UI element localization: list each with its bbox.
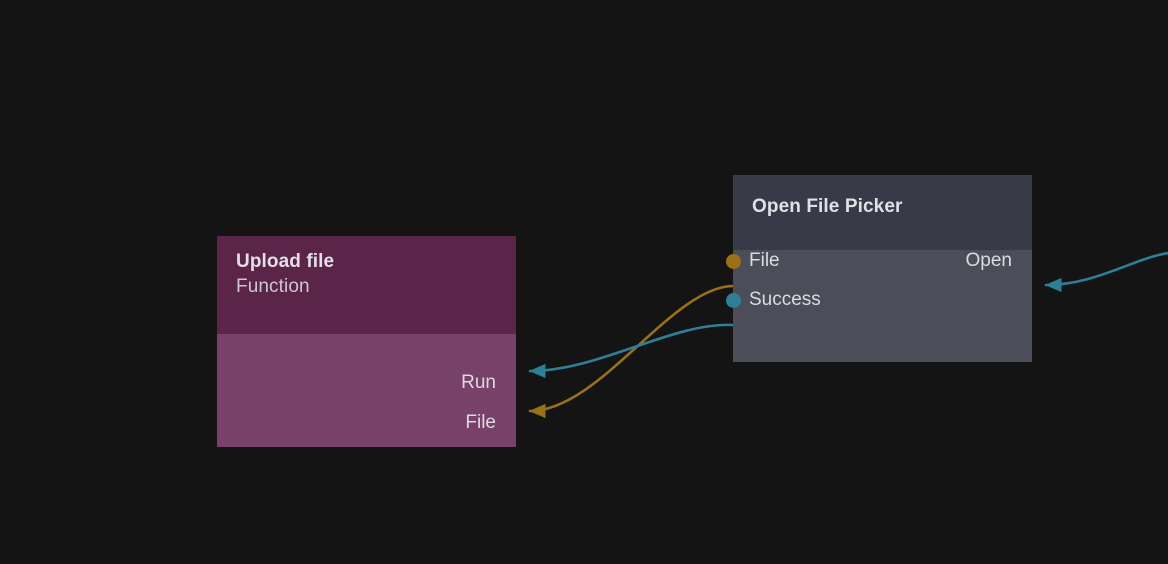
port-run[interactable]: Run (461, 370, 516, 396)
node-upload-file[interactable]: Upload file Function Run File (217, 236, 516, 447)
edge-file (528, 284, 735, 419)
port-dot-success-icon[interactable] (726, 292, 741, 308)
port-label-file: File (465, 412, 496, 433)
node-subtitle: Function (236, 276, 310, 297)
port-label-open: Open (965, 250, 1012, 271)
port-label-run: Run (461, 372, 496, 393)
node-title: Upload file (236, 251, 335, 272)
node-title: Open File Picker (752, 196, 903, 217)
port-file[interactable]: File (465, 410, 516, 436)
node-body: Run File (217, 334, 516, 447)
node-header[interactable]: Open File Picker (733, 175, 1032, 250)
port-success-in[interactable]: Success (726, 287, 821, 313)
node-body: File Success Open (726, 248, 1032, 362)
port-label-file: File (749, 250, 780, 271)
node-header[interactable]: Upload file Function (217, 236, 516, 334)
port-dot-file-icon[interactable] (726, 253, 741, 269)
edge-success (528, 323, 735, 379)
port-file-in[interactable]: File (726, 248, 780, 274)
port-open-out[interactable]: Open (966, 248, 1032, 274)
port-label-success: Success (749, 289, 821, 310)
edge-open (1044, 251, 1168, 293)
node-open-file-picker[interactable]: Open File Picker File Success Open (726, 175, 1032, 362)
